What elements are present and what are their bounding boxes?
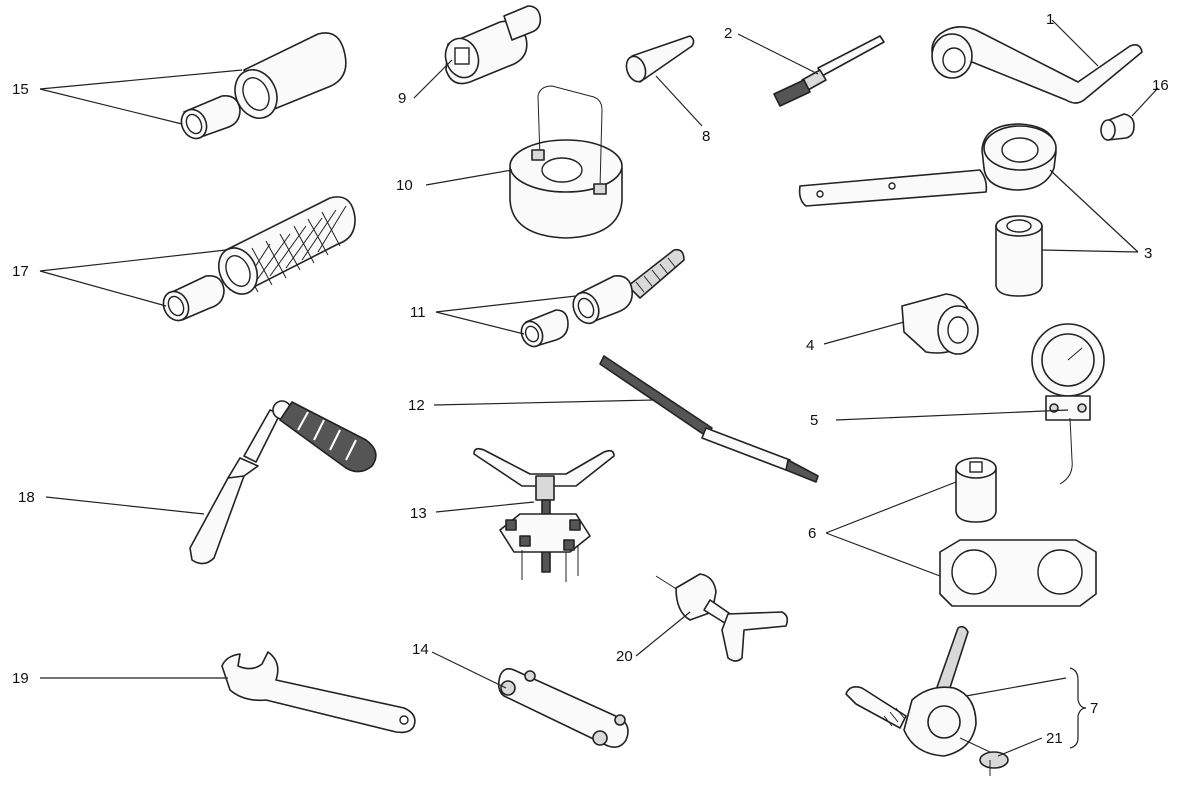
callout-7: 7 xyxy=(1090,700,1098,717)
callout-19: 19 xyxy=(12,670,29,687)
tool-7-21-assembly xyxy=(845,625,1009,776)
callout-6: 6 xyxy=(808,525,816,542)
tool-8-cone xyxy=(625,35,695,83)
tool-18-ratchet-handle xyxy=(189,400,377,565)
callout-3: 3 xyxy=(1144,245,1152,262)
callout-21: 21 xyxy=(1046,730,1063,747)
tool-20-t-handle xyxy=(655,573,789,662)
callout-11: 11 xyxy=(410,304,426,321)
tool-19-hook-wrench xyxy=(221,651,416,734)
callout-13: 13 xyxy=(410,505,427,522)
callout-20: 20 xyxy=(616,648,633,665)
callout-9: 9 xyxy=(398,90,406,107)
tool-10-cup-with-handle xyxy=(509,85,623,239)
tool-1-bent-wrench xyxy=(931,26,1143,104)
callout-5: 5 xyxy=(810,412,818,429)
callout-8: 8 xyxy=(702,128,710,145)
tool-9-socket-adapter xyxy=(444,5,542,85)
tool-16-small-cap xyxy=(1100,113,1135,141)
callout-14: 14 xyxy=(412,641,429,658)
callout-1: 1 xyxy=(1046,11,1054,28)
callout-2: 2 xyxy=(724,25,732,42)
callout-16: 16 xyxy=(1152,77,1169,94)
tool-12-threaded-rod xyxy=(599,355,819,483)
tool-2-threaded-pin xyxy=(773,35,885,107)
callout-labels: 1 2 3 4 5 6 7 8 9 10 11 12 13 14 15 16 1… xyxy=(12,11,1169,747)
tool-13-puller xyxy=(473,447,615,582)
tool-4-slotted-socket xyxy=(901,293,979,355)
tool-14-flat-wrench xyxy=(497,668,629,748)
callout-4: 4 xyxy=(806,337,814,354)
tool-17-knurled-sleeve xyxy=(162,196,356,322)
callout-17: 17 xyxy=(12,263,29,280)
callout-15: 15 xyxy=(12,81,29,98)
tool-15-sleeves xyxy=(180,32,347,140)
callout-10: 10 xyxy=(396,177,413,194)
tool-5-dial-gauge xyxy=(1031,323,1105,485)
callout-12: 12 xyxy=(408,397,425,414)
leader-lines xyxy=(39,19,1159,757)
tool-11-threaded-bushing xyxy=(520,248,685,348)
tool-6-socket-and-plate xyxy=(939,457,1097,607)
tool-3-spanner-and-socket xyxy=(798,123,1057,297)
callout-18: 18 xyxy=(18,489,35,506)
